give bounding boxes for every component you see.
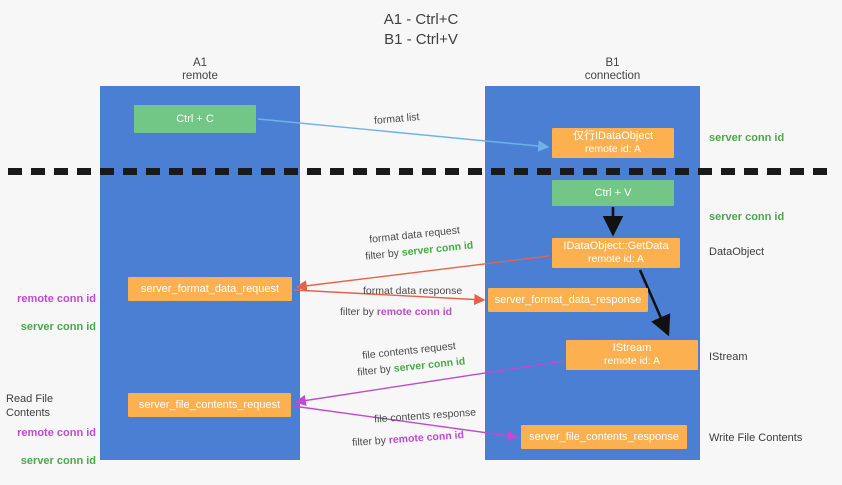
edge-label-format-list: format list (373, 111, 420, 127)
edge-filter-value: remote conn id (388, 429, 465, 447)
column-header-a1: A1 remote (182, 57, 218, 82)
node-server-format-data-response-label: server_format_data_response (494, 293, 642, 306)
edge-filter-prefix: filter by (356, 362, 395, 379)
node-idataobject-sub: remote id: A (584, 143, 642, 155)
edge-label-format-data-response: format data response (363, 285, 463, 297)
node-istream-sub: remote id: A (603, 355, 661, 367)
column-header-b1: B1 connection (584, 57, 641, 82)
node-ctrl-c[interactable]: Ctrl + C (134, 105, 256, 133)
label-server-conn-id: server conn id (20, 455, 96, 467)
label-remote-conn-id: remote conn id (17, 427, 96, 439)
node-istream-label: IStream (612, 342, 652, 354)
phase-divider (8, 168, 834, 175)
node-idataobject-label: 仅行IDataObject (572, 130, 654, 142)
label-server-conn-id: server conn id (20, 321, 96, 333)
page-title: A1 - Ctrl+C B1 - Ctrl+V (383, 11, 459, 48)
node-istream[interactable]: IStream remote id: A (566, 340, 698, 370)
edge-filter-prefix: filter by (340, 306, 377, 318)
node-getdata-sub: remote id: A (587, 253, 645, 265)
node-server-file-contents-response-label: server_file_contents_response (529, 430, 679, 443)
label-conn-ids-bottom: remote conn id server conn id (8, 412, 96, 468)
node-getdata-label: IDataObject::GetData (563, 240, 669, 252)
node-server-format-data-request-label: server_format_data_request (140, 282, 280, 295)
node-ctrl-c-label: Ctrl + C (176, 112, 214, 125)
label-write-file-contents: Write File Contents (709, 432, 803, 444)
node-server-file-contents-response[interactable]: server_file_contents_response (521, 425, 687, 449)
edge-label-file-contents-response: file contents response (373, 406, 477, 426)
edge-filter-format-data-response: filter by remote conn id (340, 305, 452, 319)
label-server-conn-id-mid: server conn id (709, 211, 785, 223)
label-server-conn-id-top: server conn id (709, 132, 785, 144)
node-server-file-contents-request-label: server_file_contents_request (138, 398, 281, 411)
node-server-format-data-response[interactable]: server_format_data_response (488, 288, 648, 312)
edge-filter-value: remote conn id (376, 306, 453, 318)
label-read-file-contents: Read File Contents (6, 393, 54, 419)
label-dataobject: DataObject (709, 246, 765, 258)
node-server-format-data-request[interactable]: server_format_data_request (128, 277, 292, 301)
edge-filter-prefix: filter by (351, 434, 390, 449)
label-conn-ids-top: remote conn id server conn id (8, 278, 96, 334)
node-ctrl-v[interactable]: Ctrl + V (552, 180, 674, 206)
node-getdata[interactable]: IDataObject::GetData remote id: A (552, 238, 680, 268)
node-idataobject[interactable]: 仅行IDataObject remote id: A (552, 128, 674, 158)
edge-filter-prefix: filter by (364, 246, 403, 263)
node-ctrl-v-label: Ctrl + V (594, 186, 632, 199)
node-server-file-contents-request[interactable]: server_file_contents_request (128, 393, 291, 417)
label-istream: IStream (709, 351, 748, 363)
label-remote-conn-id: remote conn id (17, 293, 96, 305)
edge-filter-file-contents-response: filter by remote conn id (352, 428, 465, 450)
